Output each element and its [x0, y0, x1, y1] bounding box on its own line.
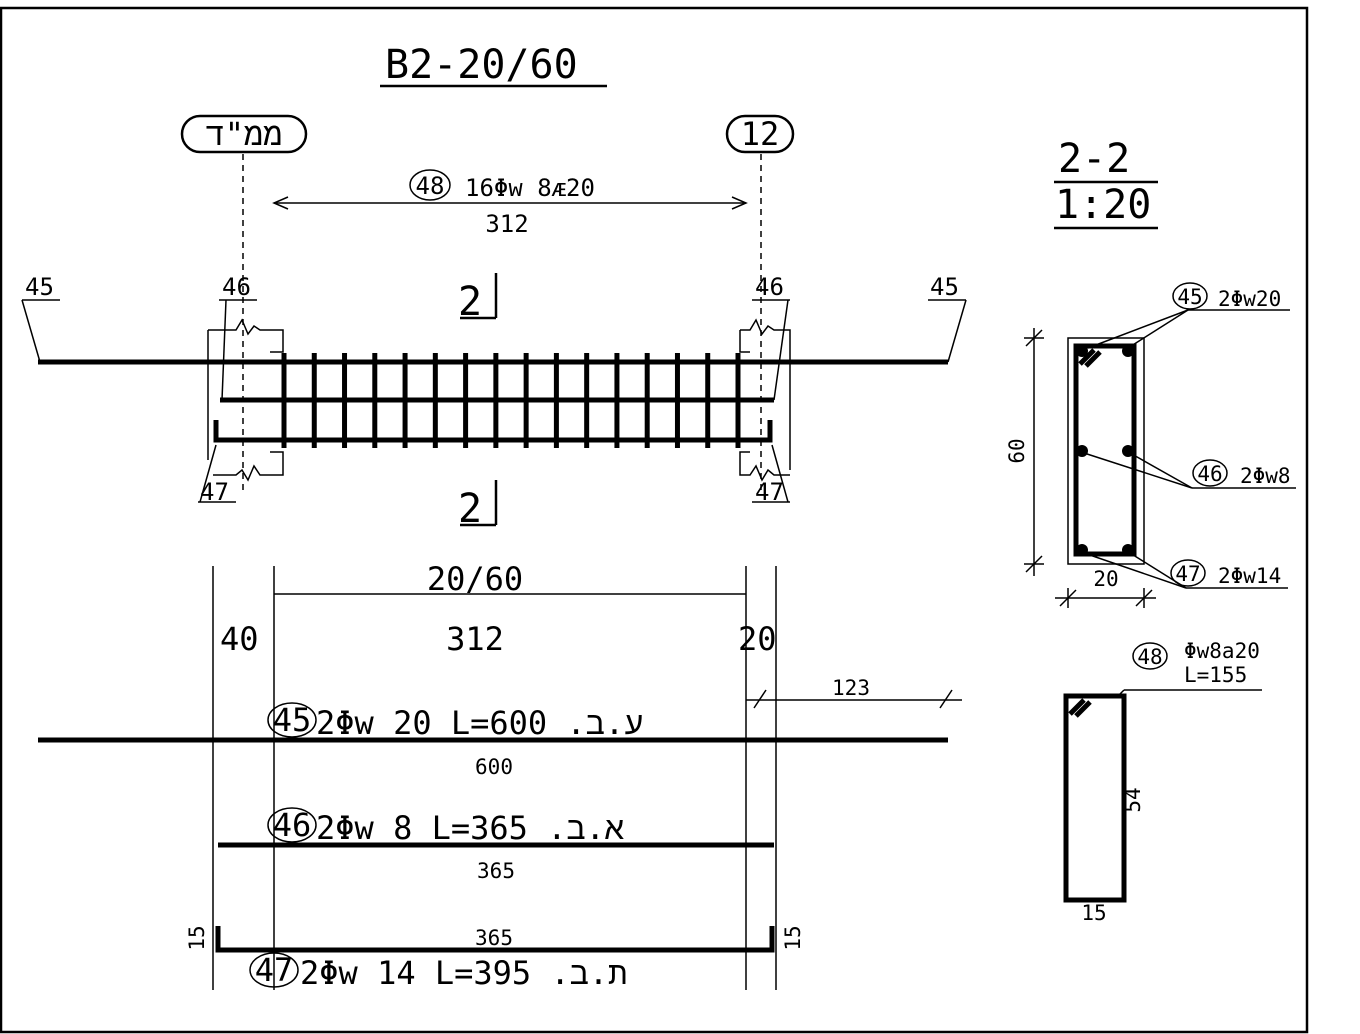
svg-text:46: 46 — [273, 806, 312, 844]
section-width: 20 — [1093, 567, 1118, 591]
svg-text:48: 48 — [416, 172, 445, 200]
svg-text:ממ"ד: ממ"ד — [206, 115, 283, 153]
section-title: 2-2 — [1058, 136, 1130, 182]
svg-text:365: 365 — [475, 926, 513, 950]
section-label-47: 47 2Φw14 — [1083, 552, 1288, 589]
bar-tag-46-left: 46 — [222, 273, 251, 301]
schedule-right-support: 20 — [738, 620, 777, 658]
stirrup-detail-height: 54 — [1121, 787, 1145, 812]
beam-title: B2-20/60 — [385, 42, 578, 88]
stirrups — [281, 353, 741, 448]
section-scale: 1:20 — [1055, 182, 1151, 228]
svg-text:2Φw8: 2Φw8 — [1240, 464, 1291, 488]
stirrup-label: 48 16Φᴡ 8ᴁ20 — [409, 169, 595, 202]
axis-bubble-right: 12 — [725, 114, 795, 154]
bar-tag-45-left: 45 — [25, 273, 54, 301]
svg-text:46: 46 — [1197, 462, 1222, 486]
svg-text:2Φw 14 L=395 .ת.ב: 2Φw 14 L=395 .ת.ב — [300, 954, 627, 992]
bar-tag-45-right: 45 — [930, 273, 959, 301]
svg-text:16Φᴡ 8ᴁ20: 16Φᴡ 8ᴁ20 — [465, 174, 595, 202]
svg-text:45: 45 — [273, 701, 312, 739]
schedule-span: 312 — [446, 620, 504, 658]
bar-47 — [213, 420, 773, 443]
schedule-label: 20/60 — [427, 560, 523, 598]
schedule-bar-46: 46 2Φw 8 L=365 .א.ב 365 — [218, 806, 774, 883]
stirrup-detail-spec: Φw8a20 — [1184, 639, 1260, 663]
stirrup-detail-length: L=155 — [1184, 663, 1247, 687]
section-label-46: 46 2Φw8 — [1083, 452, 1296, 489]
section-label-45: 45 2Φw20 — [1087, 282, 1290, 349]
section-cut-mark-top: 2 — [458, 273, 498, 325]
svg-text:47: 47 — [1175, 562, 1200, 586]
bar-schedule: 20/60 40 312 20 123 45 2Φw 20 L=600 .ע.ב… — [38, 560, 962, 992]
schedule-bar-47: 365 15 15 47 2Φw 14 L=395 .ת.ב — [185, 925, 805, 992]
svg-text:15: 15 — [781, 925, 805, 950]
schedule-bar-45: 45 2Φw 20 L=600 .ע.ב 600 — [38, 701, 948, 779]
svg-text:47: 47 — [255, 951, 294, 989]
svg-text:365: 365 — [477, 859, 515, 883]
svg-text:2Φw20: 2Φw20 — [1218, 287, 1281, 311]
span-dimension: 312 — [485, 210, 528, 238]
stirrup-detail-mark: 48 — [1137, 645, 1162, 669]
bar-tag-46-right: 46 — [755, 273, 784, 301]
svg-text:600: 600 — [475, 755, 513, 779]
schedule-extension: 123 — [832, 676, 870, 700]
section-cut-mark-bottom: 2 — [458, 480, 498, 532]
beam-elevation: B2-20/60 ממ"ד 12 48 16Φᴡ 8ᴁ20 312 45 45 — [21, 42, 967, 532]
svg-text:2Φw 8 L=365 .א.ב: 2Φw 8 L=365 .א.ב — [316, 809, 624, 847]
svg-text:45: 45 — [1177, 285, 1202, 309]
svg-text:2Φw14: 2Φw14 — [1218, 564, 1281, 588]
section-height: 60 — [1005, 438, 1029, 463]
axis-bubble-left: ממ"ד — [180, 114, 308, 154]
svg-text:12: 12 — [741, 115, 780, 153]
stirrup-detail: 48 Φw8a20 L=155 54 15 — [1063, 639, 1262, 925]
svg-text:2Φw 20 L=600 .ע.ב: 2Φw 20 L=600 .ע.ב — [316, 704, 643, 742]
section-2-2: 2-2 1:20 60 20 45 — [1005, 136, 1296, 608]
svg-text:15: 15 — [185, 925, 209, 950]
stirrup-detail-width: 15 — [1081, 901, 1106, 925]
schedule-left-support: 40 — [220, 620, 259, 658]
drawing-border — [0, 6, 1309, 1034]
